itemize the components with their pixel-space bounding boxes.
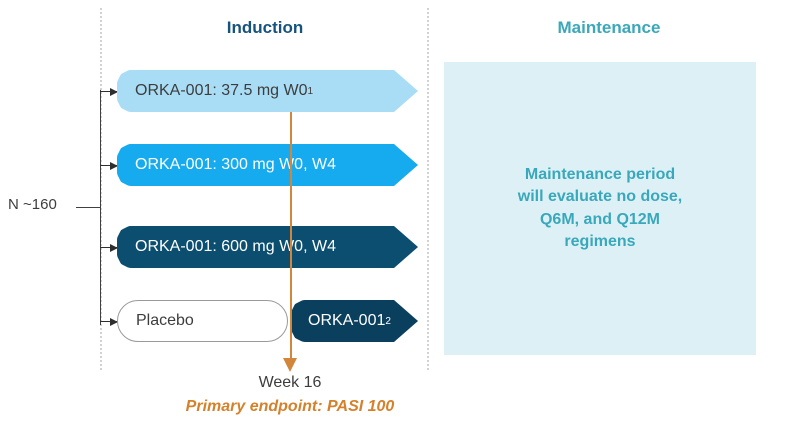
period-divider-left <box>100 8 102 370</box>
maintenance-description: Maintenance period will evaluate no dose… <box>517 166 683 250</box>
enrollment-count-label: N ~160 <box>8 196 57 213</box>
branch-arrow-arm-2 <box>100 161 118 170</box>
period-divider-right <box>427 8 429 370</box>
randomization-bracket <box>100 90 101 325</box>
arm-label-3: ORKA-001: 600 mg W0, W4 <box>135 238 336 255</box>
primary-endpoint-arrowhead-icon <box>283 358 297 372</box>
enrollment-connector <box>76 207 101 208</box>
maintenance-period-panel: Maintenance period will evaluate no dose… <box>444 62 756 355</box>
crossover-footnote: 2 <box>385 315 391 327</box>
branch-arrow-arm-3 <box>100 243 118 252</box>
arm-label-1: ORKA-001: 37.5 mg W0 <box>135 82 308 99</box>
arm-label-4: Placebo <box>136 312 194 329</box>
induction-section-title: Induction <box>226 18 304 37</box>
arm-bar-placebo: Placebo <box>117 300 288 342</box>
primary-endpoint-line <box>290 112 292 360</box>
endpoint-timepoint-label: Week 16 <box>258 374 322 391</box>
crossover-label: ORKA-001 <box>308 312 386 329</box>
arm-bar-orka-600mg: ORKA-001: 600 mg W0, W4 <box>117 226 418 268</box>
maintenance-section-title: Maintenance <box>557 18 661 37</box>
branch-arrow-arm-1 <box>100 87 118 96</box>
arm-label-2: ORKA-001: 300 mg W0, W4 <box>135 156 336 173</box>
arm-bar-orka-300mg: ORKA-001: 300 mg W0, W4 <box>117 144 418 186</box>
arm-footnote-1: 1 <box>307 85 314 97</box>
primary-endpoint-label: Primary endpoint: PASI 100 <box>185 398 395 415</box>
branch-arrow-arm-4 <box>100 317 118 326</box>
